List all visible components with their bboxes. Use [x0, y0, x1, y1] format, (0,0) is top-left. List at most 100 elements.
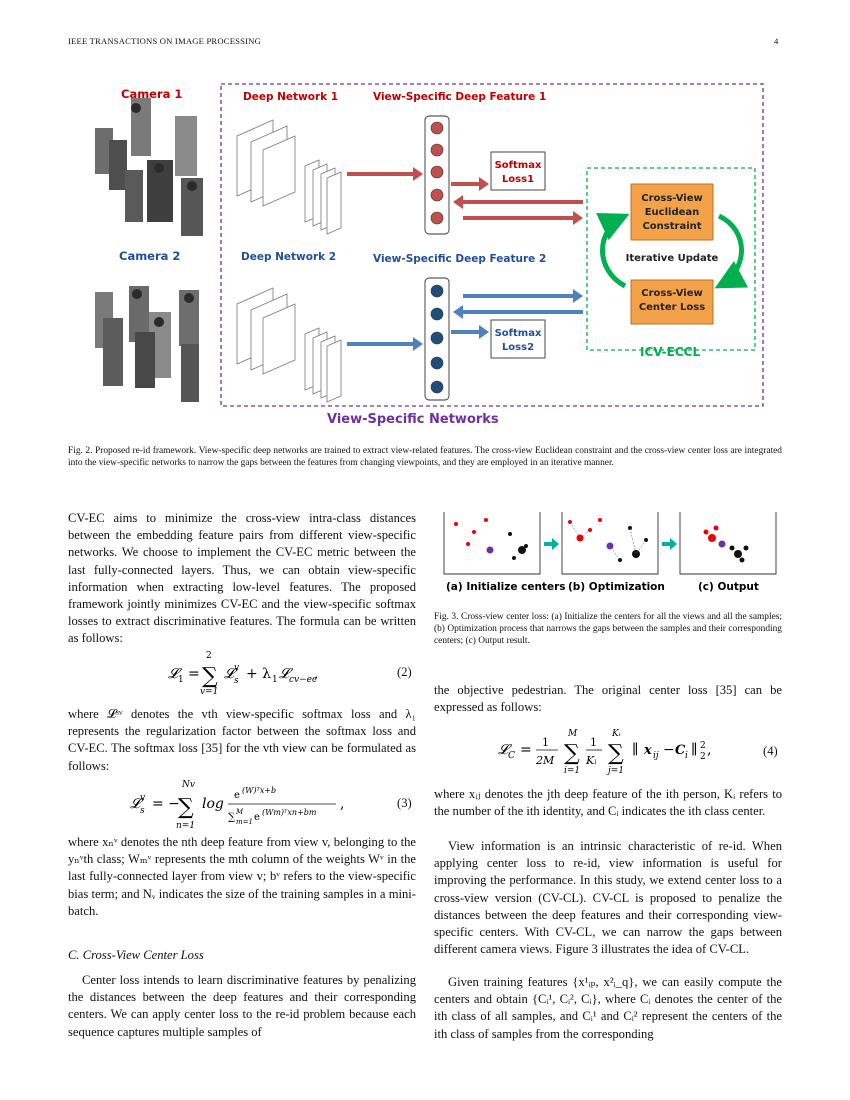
view-specific-networks-label: View-Specific Networks [327, 412, 499, 427]
iterative-arrow-right [714, 213, 749, 289]
figure-2-caption: Fig. 2. Proposed re-id framework. View-s… [68, 446, 782, 469]
icv-eccl-label: ICV-ECCL [640, 345, 700, 359]
figure-3-diagram: (a) Initialize centers (b) Optimization … [443, 512, 777, 593]
svg-text:e: e [234, 790, 240, 801]
feature-2-label: View-Specific Deep Feature 2 [373, 253, 546, 265]
arrow-network1-to-feature [347, 167, 423, 181]
softmax-1-label-line1: Softmax [495, 160, 542, 171]
view-specific-networks-box [220, 83, 764, 407]
left-paragraph-3: where xₙᵛ denotes the nth deep feature f… [68, 835, 416, 918]
panel-a-dots [454, 518, 528, 560]
left-paragraph-4: Center loss intends to learn discriminat… [68, 973, 416, 1039]
equation-4: 𝓛 C = 1 2M M ∑ i=1 1 Kᵢ Kᵢ ∑ j=1 ∥ x ij … [498, 728, 728, 776]
svg-text:e: e [254, 812, 260, 823]
svg-text:M: M [235, 808, 244, 816]
arrow-feature2-to-center [463, 289, 583, 303]
camera-2-images [95, 286, 199, 402]
arrow-constraint-to-feature1 [453, 195, 583, 209]
left-paragraph-1: CV-EC aims to minimize the cross-view in… [68, 511, 416, 646]
svg-text:∑: ∑ [608, 741, 624, 766]
cross-view-center-loss-box [630, 279, 714, 325]
left-paragraph-2: where 𝓛ˢᵛ denotes the vth view-specific … [68, 707, 416, 773]
equation-2-number: (2) [397, 665, 412, 679]
fig3-label-b: (b) Optimization [568, 581, 665, 593]
euclid-line3: Constraint [642, 221, 701, 232]
svg-text:∑: ∑ [178, 795, 194, 820]
iterative-update-label: Iterative Update [626, 253, 719, 264]
right-paragraph-4: Given training features {x¹ᵢₚ, x²ᵢ_q}, w… [434, 975, 782, 1041]
svg-text:(W)ᵀx+b: (W)ᵀx+b [242, 786, 276, 795]
panel-c-dots [703, 525, 749, 563]
svg-text:v=1: v=1 [200, 687, 218, 697]
svg-text:∥: ∥ [632, 742, 638, 758]
svg-text:(Wm)ᵀxn+bm: (Wm)ᵀxn+bm [262, 808, 317, 817]
svg-text:Kᵢ: Kᵢ [611, 729, 621, 739]
feature-1-label: View-Specific Deep Feature 1 [373, 91, 546, 103]
icv-eccl-box [586, 167, 756, 351]
svg-text:−: − [663, 742, 675, 758]
svg-text:∑: ∑ [564, 741, 580, 766]
svg-text:2: 2 [700, 752, 706, 762]
page-number: 4 [774, 36, 779, 46]
right-paragraph-1: the objective pedestrian. The original c… [434, 683, 782, 715]
svg-text:Kᵢ: Kᵢ [585, 754, 596, 767]
svg-text:,: , [340, 796, 344, 812]
figure-3-caption: Fig. 3. Cross-view center loss: (a) Init… [434, 612, 782, 647]
deep-network-2-layers [236, 287, 342, 403]
camera-1-label: Camera 1 [121, 87, 182, 101]
right-paragraph-2: where xᵢⱼ denotes the jth deep feature o… [434, 787, 782, 819]
softmax-loss-2-box [490, 319, 546, 359]
figure-2-diagram: Camera 1 Camera 2 Deep Network 1 Deep Ne… [95, 83, 764, 427]
svg-text:=: = [520, 742, 532, 758]
svg-text:cv−ec: cv−ec [289, 675, 317, 685]
svg-text:ij: ij [653, 751, 659, 761]
svg-text:v: v [140, 793, 145, 803]
svg-text:2: 2 [206, 651, 212, 661]
svg-text:1: 1 [272, 675, 278, 685]
svg-text:j=1: j=1 [606, 766, 624, 776]
svg-text:= −: = − [152, 796, 180, 812]
softmax-2-label-line2: Loss2 [502, 342, 534, 353]
right-paragraph-3: View information is an intrinsic charact… [434, 839, 782, 957]
camera-1-images [95, 98, 203, 236]
fig3-label-a: (a) Initialize centers [446, 581, 566, 593]
svg-text:=: = [188, 666, 200, 682]
softmax-2-label-line1: Softmax [495, 328, 542, 339]
deep-network-1-layers [236, 119, 342, 235]
svg-text:i=1: i=1 [564, 766, 580, 776]
camera-2-label: Camera 2 [119, 249, 180, 263]
svg-text:C: C [675, 743, 686, 758]
svg-text:2M: 2M [535, 754, 555, 767]
section-heading: C. Cross-View Center Loss [68, 948, 204, 962]
svg-text:n=1: n=1 [176, 821, 195, 831]
iterative-arrow-left [595, 213, 630, 289]
center-line2: Center Loss [639, 302, 705, 313]
svg-text:∥: ∥ [691, 742, 697, 758]
euclid-line1: Cross-View [641, 193, 702, 204]
softmax-1-label-line2: Loss1 [502, 174, 534, 185]
svg-text:,: , [707, 742, 711, 758]
svg-text:M: M [567, 729, 578, 739]
svg-text:i: i [685, 751, 688, 761]
svg-text:+ λ: + λ [246, 666, 271, 682]
svg-text:v: v [234, 663, 239, 673]
svg-text:1: 1 [178, 675, 184, 685]
svg-text:∑: ∑ [228, 812, 236, 823]
svg-text:x: x [643, 743, 652, 758]
svg-text:∑: ∑ [202, 664, 218, 689]
cross-view-euclidean-box [630, 183, 714, 241]
fig3-label-c: (c) Output [698, 581, 759, 593]
svg-text:,: , [314, 666, 318, 682]
svg-text:log: log [202, 796, 224, 812]
svg-text:1: 1 [542, 736, 549, 749]
equation-3: 𝓛 v s = − Nv ∑ n=1 log e (W)ᵀx+b ∑ M m=1… [130, 778, 390, 832]
svg-text:2: 2 [700, 741, 706, 751]
running-header: IEEE TRANSACTIONS ON IMAGE PROCESSING [68, 36, 261, 46]
arrow-network2-to-feature [347, 337, 423, 351]
equation-3-number: (3) [397, 796, 412, 810]
deep-network-1-label: Deep Network 1 [243, 91, 338, 103]
svg-text:Nv: Nv [181, 780, 195, 790]
softmax-loss-1-box [490, 151, 546, 191]
svg-text:s: s [234, 676, 239, 686]
equation-4-number: (4) [763, 744, 778, 758]
